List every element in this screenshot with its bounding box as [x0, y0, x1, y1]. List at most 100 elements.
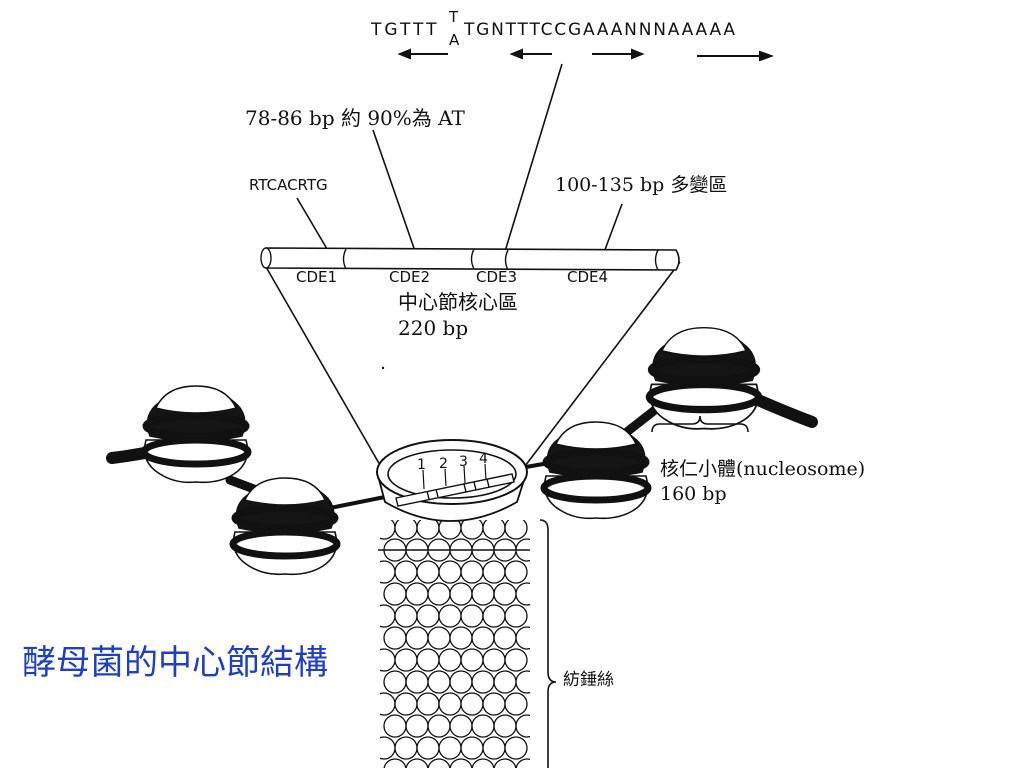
- sequence-bottom-base: A: [449, 31, 463, 49]
- tubulin-subunit: [449, 670, 473, 694]
- tubulin-subunit: [493, 670, 517, 694]
- tubulin-subunit: [515, 626, 530, 650]
- tubulin-subunit: [380, 604, 396, 628]
- ring-number-2: 2: [439, 456, 448, 472]
- tubulin-subunit: [394, 692, 418, 716]
- nucleosome: [540, 421, 652, 520]
- spindle-bracket: [539, 519, 557, 768]
- nucleosome-bracket: [651, 415, 749, 433]
- sequence-top-base: T: [449, 8, 462, 26]
- tubulin-subunit: [383, 758, 407, 768]
- tubulin-subunit: [471, 670, 495, 694]
- tubulin-subunit: [471, 714, 495, 738]
- tubulin-subunit: [427, 582, 451, 606]
- tubulin-subunit: [515, 714, 530, 738]
- ring-number-1: 1: [417, 457, 426, 473]
- tubulin-subunit: [460, 692, 484, 716]
- tubulin-subunit: [449, 626, 473, 650]
- tubulin-subunit: [515, 582, 530, 606]
- tubulin-subunit: [416, 648, 440, 672]
- tubulin-subunit: [504, 604, 528, 628]
- sequence-left: TGTTT: [371, 20, 440, 40]
- ring-number-3: 3: [459, 454, 468, 470]
- tubulin-subunit: [482, 648, 506, 672]
- tubulin-subunit: [383, 582, 407, 606]
- tubulin-subunit: [482, 520, 506, 540]
- tubulin-subunit: [383, 626, 407, 650]
- cde3-label: CDE3: [476, 268, 518, 286]
- ring-number-4: 4: [479, 451, 488, 467]
- tubulin-subunit: [383, 670, 407, 694]
- tubulin-subunit: [380, 648, 396, 672]
- kinetochore-ring: [376, 439, 528, 522]
- tubulin-subunit: [460, 560, 484, 584]
- tubulin-subunit: [438, 736, 462, 760]
- page-title: 酵母菌的中心節結構: [22, 643, 328, 683]
- tubulin-subunit: [438, 604, 462, 628]
- tubulin-subunit: [460, 604, 484, 628]
- core-region-label: 中心節核心區: [398, 290, 518, 314]
- tubulin-subunit: [416, 604, 440, 628]
- tubulin-subunit: [504, 648, 528, 672]
- tubulin-subunit: [471, 626, 495, 650]
- tubulin-subunit: [383, 714, 407, 738]
- nucleosome: [140, 385, 252, 484]
- tubulin-subunit: [416, 736, 440, 760]
- tubulin-subunit: [449, 582, 473, 606]
- nucleosomes: [140, 326, 763, 576]
- sequence-arrows: [397, 48, 774, 62]
- cde4-label: CDE4: [567, 268, 609, 286]
- spindle-label: 紡錘絲: [563, 670, 614, 690]
- tubulin-subunit: [438, 648, 462, 672]
- nucleosome-size-label: 160 bp: [660, 483, 727, 505]
- tubulin-subunit: [380, 692, 396, 716]
- tubulin-subunit: [482, 560, 506, 584]
- cde1-label: CDE1: [296, 268, 338, 286]
- nucleosome-label: 核仁小體(nucleosome): [660, 458, 866, 480]
- tubulin-subunit: [460, 736, 484, 760]
- tubulin-subunit: [380, 520, 396, 540]
- tubulin-subunit: [471, 758, 495, 768]
- cde1-note: 78-86 bp 約 90%為 AT: [245, 106, 465, 130]
- tubulin-subunit: [493, 582, 517, 606]
- tubulin-subunit: [405, 758, 429, 768]
- funnel-lines: [261, 259, 681, 471]
- tubulin-subunit: [405, 670, 429, 694]
- tubulin-subunit: [482, 736, 506, 760]
- tubulin-subunit: [427, 758, 451, 768]
- tubulin-subunit: [515, 670, 530, 694]
- tubulin-subunit: [405, 714, 429, 738]
- tubulin-subunit: [427, 714, 451, 738]
- tubulin-subunit: [405, 626, 429, 650]
- tubulin-subunit: [493, 626, 517, 650]
- tubulin-subunit: [504, 692, 528, 716]
- tubulin-subunit: [471, 582, 495, 606]
- tubulin-subunit: [416, 560, 440, 584]
- nucleosome: [645, 326, 763, 430]
- tubulin-subunit: [394, 648, 418, 672]
- tubulin-subunit: [416, 692, 440, 716]
- tubulin-subunit: [394, 520, 418, 540]
- tubulin-subunit: [394, 560, 418, 584]
- cde4-note: 100-135 bp 多變區: [555, 174, 728, 196]
- tubulin-subunit: [449, 714, 473, 738]
- tubulin-subunit: [493, 758, 517, 768]
- tubulin-subunit: [482, 604, 506, 628]
- core-size-label: 220 bp: [398, 316, 469, 340]
- tubulin-subunit: [504, 736, 528, 760]
- tubulin-subunit: [438, 692, 462, 716]
- tubulin-subunit: [380, 560, 396, 584]
- tubulin-subunit: [482, 692, 506, 716]
- tubulin-subunit: [394, 604, 418, 628]
- tubulin-subunit: [394, 736, 418, 760]
- tubulin-subunit: [427, 670, 451, 694]
- tubulin-subunit: [380, 736, 396, 760]
- tubulin-subunit: [493, 714, 517, 738]
- tubulin-subunit: [438, 560, 462, 584]
- cen-dna-band: [260, 247, 680, 271]
- tubulin-subunit: [460, 648, 484, 672]
- nucleosome: [229, 477, 341, 576]
- tubulin-subunit: [427, 626, 451, 650]
